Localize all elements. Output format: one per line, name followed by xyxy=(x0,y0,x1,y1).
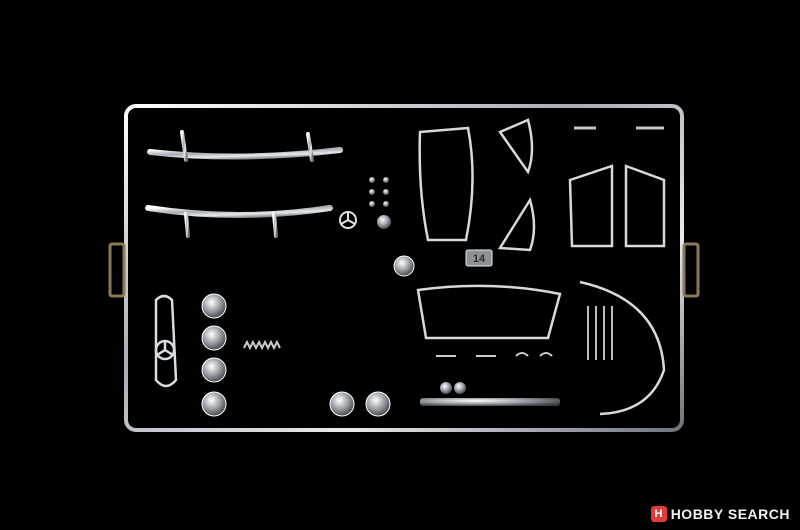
part-number-tag: 14 xyxy=(465,249,493,267)
sprue-frame xyxy=(124,104,684,432)
clip-parts xyxy=(436,352,553,357)
grille-part xyxy=(154,294,178,388)
gate-disc xyxy=(393,255,415,277)
small-fittings xyxy=(369,177,391,229)
bumper-parts xyxy=(145,130,343,238)
watermark: H HOBBY SEARCH xyxy=(650,506,790,522)
rod-parts xyxy=(587,306,613,360)
watermark-text: HOBBY SEARCH xyxy=(670,506,790,522)
watermark-logo-icon: H xyxy=(650,506,667,522)
part-number-label: 14 xyxy=(473,253,486,265)
spring-part xyxy=(243,339,281,351)
sprue-side-tabs xyxy=(108,242,700,298)
hubcap-parts xyxy=(201,293,227,417)
emblem-star-part xyxy=(339,211,357,229)
taillight-parts xyxy=(420,382,560,406)
headlight-parts xyxy=(329,391,391,417)
window-frames xyxy=(416,118,666,416)
